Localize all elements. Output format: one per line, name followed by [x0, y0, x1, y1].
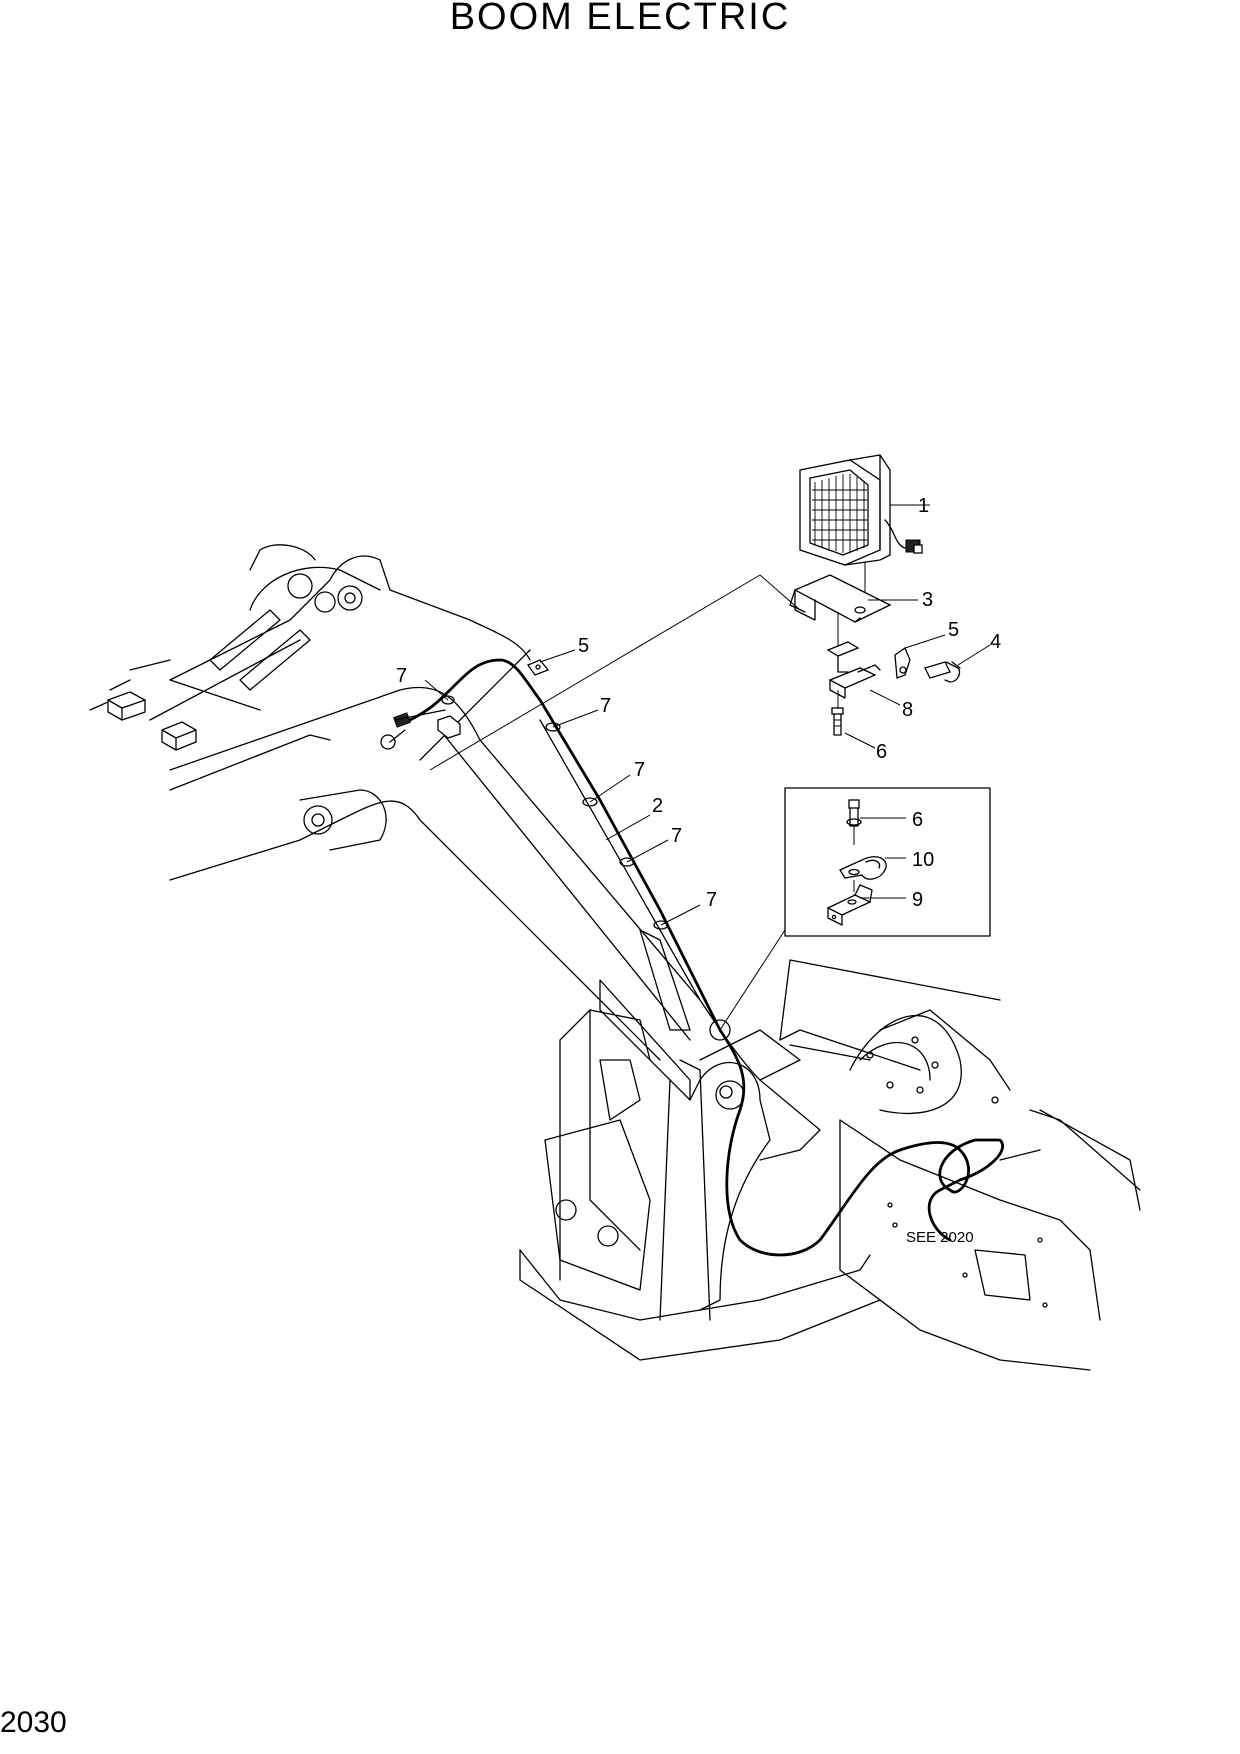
wire-harness [380, 658, 1004, 1257]
callout-6-bolt: 6 [876, 741, 887, 763]
callout-1: 1 [918, 495, 929, 517]
harness-clips [424, 649, 731, 1041]
page-title: BOOM ELECTRIC [449, 0, 791, 38]
callout-4: 4 [990, 631, 1001, 653]
upper-frame-drawing [519, 959, 1141, 1371]
callout-7-b: 7 [600, 695, 611, 717]
leader-lines [429, 574, 801, 1031]
callout-5-plate: 5 [948, 619, 959, 641]
callout-10: 10 [912, 849, 934, 871]
plate-and-bolt-parts [894, 634, 991, 683]
page-number: 2030 [0, 1706, 67, 1739]
callout-labels: 1 3 5 4 8 6 5 7 7 7 2 7 7 6 10 9 SEE 202… [396, 495, 1001, 1246]
callout-7-a: 7 [396, 665, 407, 687]
callout-9: 9 [912, 889, 923, 911]
boom-drawing [89, 544, 821, 1311]
callout-7-e: 7 [706, 889, 717, 911]
stay-part [826, 641, 901, 706]
callout-5-boom: 5 [578, 635, 589, 657]
bolt-part-upper [831, 690, 876, 749]
callout-7-d: 7 [671, 825, 682, 847]
callout-3: 3 [922, 589, 933, 611]
callout-8: 8 [902, 699, 913, 721]
callout-7-c: 7 [634, 759, 645, 781]
detail-inset [784, 787, 991, 937]
work-lamp-part [799, 454, 930, 600]
callout-2: 2 [652, 795, 663, 817]
callout-6-detail: 6 [912, 809, 923, 831]
lamp-bracket-part [789, 574, 918, 650]
see-reference-note: SEE 2020 [906, 1229, 974, 1246]
